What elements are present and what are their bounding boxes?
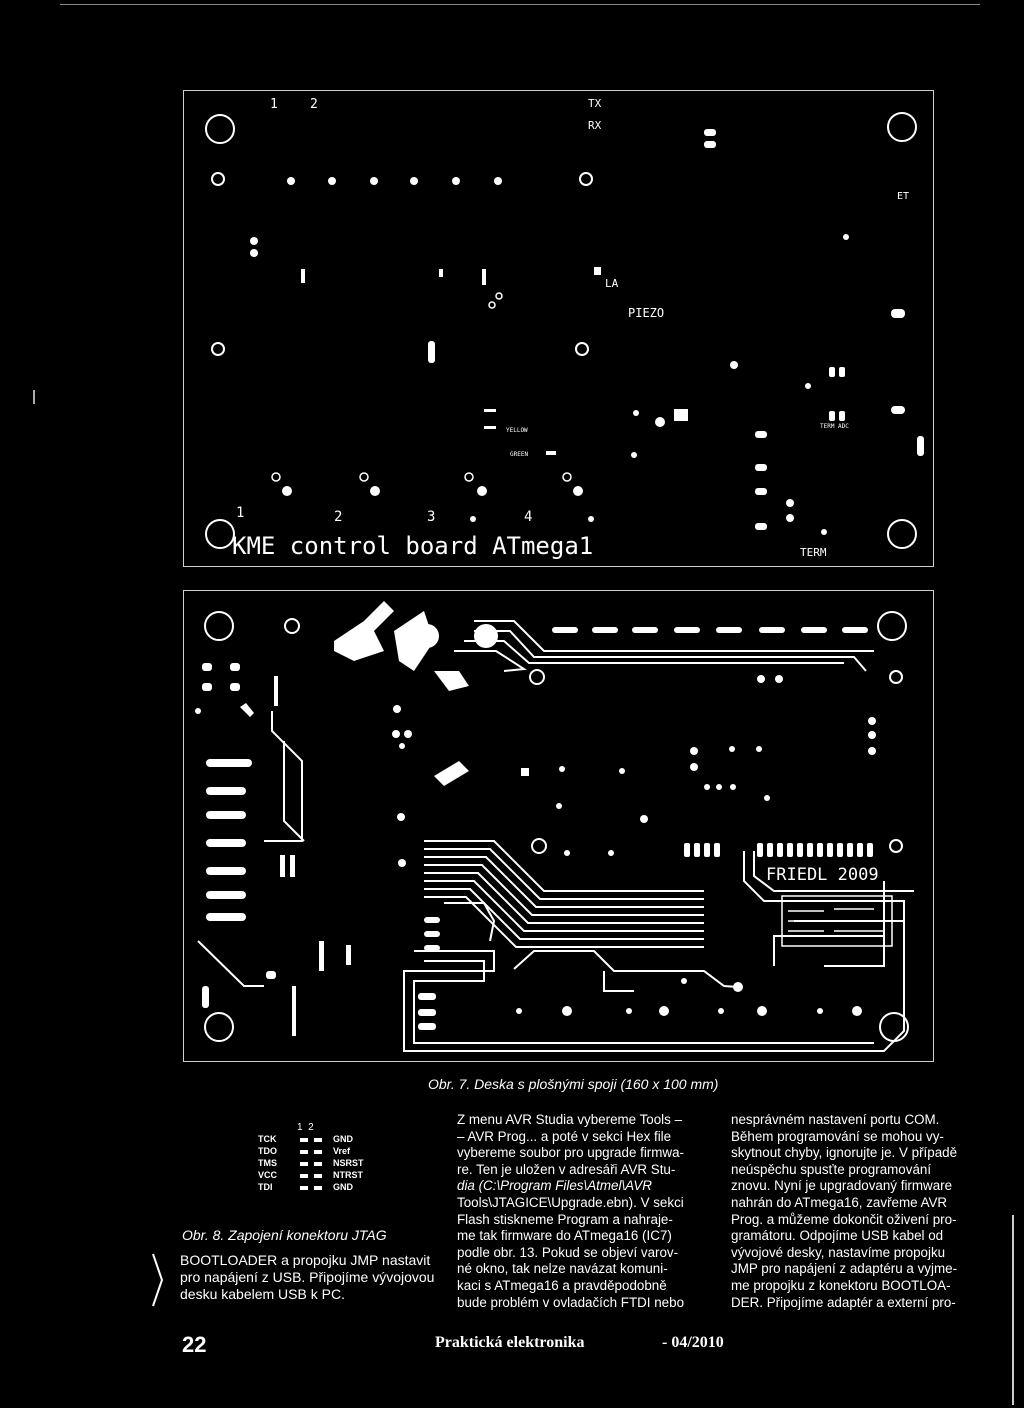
magazine-name: Praktická elektronika [435, 1334, 585, 1351]
right-line-2: Během programování se mohou vy- [731, 1128, 944, 1144]
top-label-green: GREEN [510, 451, 529, 458]
middle-line-9: podle obr. 13. Pokud se objeví varov- [457, 1244, 679, 1260]
top-label-num-1: 1 [236, 505, 245, 521]
top-label-piezo: PIEZO [628, 306, 665, 320]
top-label-tx: TX [588, 97, 602, 110]
right-line-9: vývojové desky, nastavíme propojku [731, 1244, 946, 1260]
middle-line-12: bude problém v ovladačích FTDI nebo [457, 1294, 685, 1310]
middle-line-11: kaci s ATmega16 a pravděpodobně [457, 1277, 667, 1293]
middle-line-10: né okno, tak nelze navázat komuni- [457, 1261, 668, 1277]
top-label-pin-1: 1 [270, 97, 278, 112]
middle-line-4: re. Ten je uložen v adresáři AVR Stu- [457, 1161, 676, 1177]
column-left: BOOTLOADER a propojku JMP nastavit pro n… [180, 1252, 440, 1303]
pcb-bottom-drawing [195, 601, 914, 1052]
jtag-signal-vref: Vref [333, 1146, 351, 1156]
right-line-8: gramátoru. Odpojíme USB kabel od [731, 1228, 944, 1244]
middle-line-2: – AVR Prog... a poté v sekci Hex file [457, 1128, 672, 1144]
jtag-signal-gnd-2: GND [333, 1182, 353, 1192]
column-right: nesprávném nastavení portu COM. Během pr… [731, 1112, 1001, 1311]
top-label-term-adc: TERM ADC [820, 423, 849, 430]
top-label-num-4: 4 [524, 509, 533, 525]
jtag-signal-tck: TCK [258, 1134, 277, 1144]
top-label-la: LA [605, 277, 619, 290]
right-line-3: skytnout chyby, ignorujte je. V případě [731, 1145, 958, 1161]
right-line-1: nesprávném nastavení portu COM. [731, 1112, 940, 1127]
issue-number: - 04/2010 [662, 1334, 724, 1351]
right-line-5: znovu. Nyní je upgradovaný firmware [731, 1178, 953, 1194]
right-line-6: nahrán do ATmega16, zavřeme AVR [731, 1194, 948, 1210]
arrow-mark [152, 1253, 164, 1307]
top-label-et: ET [897, 191, 910, 202]
middle-line-3: vybereme soubor pro upgrade firmwa- [457, 1145, 685, 1161]
jtag-connector-pins [300, 1138, 322, 1190]
bottom-mark-friedl: FRIEDL 2009 [766, 865, 879, 885]
pcb-top-drawing [205, 112, 924, 549]
right-line-11: me propojku z konektoru BOOTLOA- [731, 1277, 951, 1293]
jtag-right-signals: GND Vref NSRST NTRST GND [333, 1133, 364, 1193]
column-left-text: BOOTLOADER a propojku JMP nastavit pro n… [180, 1252, 435, 1302]
left-edge-mark [33, 390, 35, 404]
pcb-bottom-copper: FRIEDL 2009 [183, 590, 934, 1062]
top-label-term: TERM [800, 546, 827, 559]
column-middle: Z menu AVR Studia vybereme Tools – – AVR… [457, 1112, 722, 1311]
right-edge-mark [1012, 1215, 1014, 1405]
right-line-4: neúspěchu spusťte programování [731, 1161, 932, 1177]
right-line-10: JMP pro napájení z adaptéru a vyjme- [731, 1261, 958, 1277]
top-label-num-2: 2 [334, 509, 343, 525]
pcb-top-silkscreen: 1 2 TX RX ET LA PIEZO YELLOW GREEN TERM … [183, 90, 934, 567]
jtag-left-signals: TCK TDO TMS VCC TDI [258, 1133, 277, 1193]
jtag-signal-tdo: TDO [258, 1146, 277, 1156]
right-line-12: DER. Připojíme adaptér a externí pro- [731, 1294, 956, 1310]
board-title: KME control board ATmega1 [232, 532, 594, 560]
jtag-signal-tms: TMS [258, 1158, 277, 1168]
top-label-yellow: YELLOW [506, 427, 528, 434]
top-label-num-3: 3 [427, 509, 436, 525]
jtag-signal-vcc: VCC [258, 1170, 278, 1180]
jtag-signal-nsrst: NSRST [333, 1158, 364, 1168]
right-line-7: Prog. a můžeme dokončit oživení pro- [731, 1211, 957, 1227]
figure-7-caption: Obr. 7. Deska s plošnými spoji (160 x 10… [428, 1076, 719, 1092]
top-label-pin-2: 2 [310, 97, 318, 112]
top-rule [60, 4, 980, 5]
middle-line-1: Z menu AVR Studia vybereme Tools – [457, 1112, 683, 1127]
middle-line-6: Tools\JTAGICE\Upgrade.ebn). V sekci [457, 1194, 684, 1210]
top-label-rx: RX [588, 119, 602, 132]
page-number: 22 [182, 1332, 207, 1357]
jtag-signal-gnd-1: GND [333, 1134, 353, 1144]
jtag-pin-numbers: 1 2 [297, 1122, 314, 1133]
jtag-signal-ntrst: NTRST [333, 1170, 363, 1180]
middle-line-7: Flash stiskneme Program a nahraje- [457, 1211, 673, 1227]
jtag-signal-tdi: TDI [258, 1182, 273, 1192]
figure-8-caption: Obr. 8. Zapojení konektoru JTAG [182, 1227, 387, 1243]
middle-line-5: dia (C:\Program Files\Atmel\AVR [457, 1178, 652, 1194]
middle-line-8: me tak firmware do ATmega16 (IC7) [457, 1228, 672, 1244]
